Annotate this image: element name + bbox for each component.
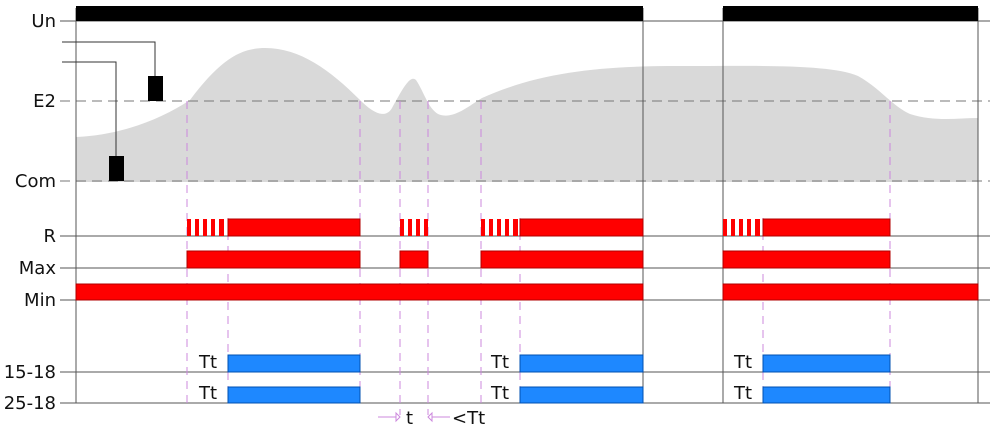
label-com: Com <box>15 171 56 192</box>
label-max: Max <box>19 258 57 279</box>
r-pulse <box>755 219 760 236</box>
r2518-bar-2 <box>519 386 644 404</box>
r-pulse <box>489 219 493 236</box>
r-pulse <box>747 219 751 236</box>
com-electrode <box>109 156 124 181</box>
label-e2: E2 <box>33 91 56 112</box>
r-pulse <box>723 219 727 236</box>
t-arrow-head <box>395 411 401 423</box>
e2-wire <box>62 41 156 76</box>
r-bar-1 <box>227 218 361 237</box>
min-bar-2 <box>722 283 979 301</box>
r2518-bar-1 <box>227 386 361 404</box>
t-label: t <box>406 408 413 429</box>
label-25-18: 25-18 <box>4 393 56 414</box>
r1518-bar-1 <box>227 354 361 373</box>
r2518-bar-3 <box>762 386 891 404</box>
tt-label: Tt <box>490 352 509 373</box>
r-pulse <box>211 219 215 236</box>
tt-label: Tt <box>198 383 217 404</box>
com-wire <box>62 61 117 156</box>
max-bar-3 <box>480 250 644 269</box>
r-row-pulses <box>187 219 760 236</box>
r-pulse <box>416 219 420 236</box>
lt-tt-arrow-head <box>427 411 433 423</box>
level-lines <box>60 100 990 182</box>
r-pulse <box>187 219 191 236</box>
r-bar-3 <box>762 218 891 237</box>
r-pulse <box>731 219 735 236</box>
r-pulse <box>400 219 404 236</box>
output-bars <box>227 354 891 404</box>
r-pulse <box>203 219 207 236</box>
label-r: R <box>43 226 56 247</box>
r-pulse <box>219 219 224 236</box>
r-pulse <box>424 219 428 236</box>
r-pulse <box>497 219 501 236</box>
timing-arrows <box>378 411 450 423</box>
tt-label: Tt <box>198 352 217 373</box>
label-un: Un <box>31 11 56 32</box>
label-min: Min <box>24 290 56 311</box>
r1518-bar-2 <box>519 354 644 373</box>
r-row-bars <box>227 218 891 237</box>
r-bar-2 <box>519 218 644 237</box>
max-bar-1 <box>186 250 361 269</box>
r-pulse <box>408 219 412 236</box>
r-pulse <box>195 219 199 236</box>
supply-bar-2 <box>723 6 978 21</box>
r-pulse <box>505 219 509 236</box>
max-bar-2 <box>399 250 429 269</box>
r-pulse <box>481 219 485 236</box>
tt-label: Tt <box>490 383 509 404</box>
electrode-wires <box>62 41 156 156</box>
max-bar-4 <box>722 250 891 269</box>
lt-tt-label: <Tt <box>452 408 485 429</box>
r-pulse <box>513 219 518 236</box>
r1518-bar-3 <box>762 354 891 373</box>
supply-bar-1 <box>76 6 643 21</box>
min-row-bars <box>75 283 979 301</box>
min-bar-1 <box>75 283 644 301</box>
tt-label: Tt <box>733 383 752 404</box>
label-15-18: 15-18 <box>4 362 56 383</box>
max-row-bars <box>186 250 891 269</box>
r-pulse <box>739 219 743 236</box>
frame-lines <box>75 8 979 403</box>
tt-label: Tt <box>733 352 752 373</box>
level-area <box>76 48 978 182</box>
e2-electrode <box>148 76 163 101</box>
